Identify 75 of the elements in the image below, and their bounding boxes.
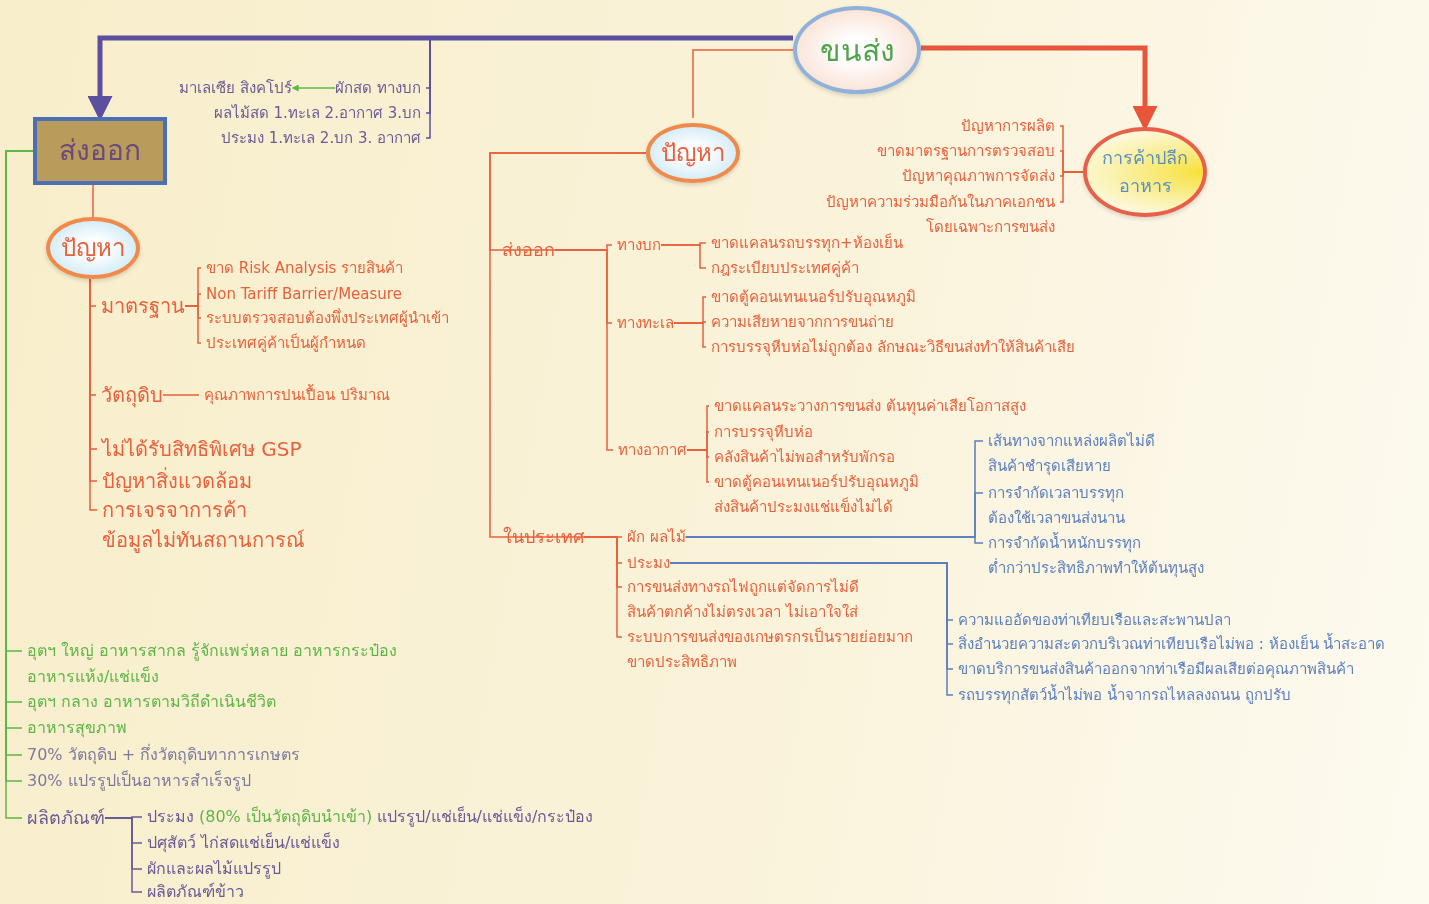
branch-text: ขาดตู้คอนเทนเนอร์ปรับอุณหภูมิ ส่งสินค้าประมงแช่แข็งไม่ได้ — [714, 469, 919, 520]
branch-text: ขาดแคลนระวางการขนส่ง ต้นทุนค่าเสียโอกาสสูง — [714, 393, 1026, 419]
branch-text: ผัก ผลไม้ — [627, 524, 686, 550]
label-box — [33, 117, 167, 185]
branch-text: เส้นทางจากแหล่งผลิตไม่ดี สินค้าชำรุดเสียหาย — [988, 428, 1155, 479]
branch-text: การเจรจาการค้า ข้อมูลไม่ทันสถานการณ์ — [102, 495, 305, 555]
node-label: การค้าปลีก อาหาร — [1102, 146, 1188, 198]
connector-line — [184, 305, 202, 344]
connector-line — [686, 449, 710, 483]
branch-text: ทางอากาศ — [618, 437, 687, 463]
branch-text: ปัญหาการผลิต — [961, 113, 1055, 139]
connector-line — [669, 562, 954, 696]
node-label: ส่งออก — [59, 133, 141, 169]
branch-text: ความแออัดของท่าเทียบเรือและสะพานปลา — [958, 607, 1231, 633]
connector-line — [1059, 171, 1084, 203]
branch-text: อุตฯ ใหญ่ อาหารสากล รู้จักแพร่หลาย อาหารกระป๋อง อาหารแห้ง/แช่แข็ง — [27, 638, 398, 690]
branch-text: คลังสินค้าไม่พอสำหรับพักรอ — [714, 444, 895, 470]
branch-text: การบรรจุหีบห่อไม่ถูกต้อง ลักษณะวิธีขนส่งทำให้สินค้าเสีย — [711, 334, 1075, 360]
connector-line — [685, 536, 984, 544]
branch-text: ขาดบริการขนส่งสินค้าออกจากท่าเรือมีผลเสียต่อคุณภาพสินค้า — [958, 656, 1354, 682]
branch-text: มาตรฐาน — [101, 291, 185, 321]
connector-line — [692, 49, 794, 119]
connector-line — [104, 817, 143, 893]
branch-text: คุณภาพการปนเปื้อน ปริมาณ — [204, 382, 390, 408]
branch-text: อุตฯ กลาง อาหารตามวิถีดำเนินชีวิต — [27, 689, 277, 715]
branch-text: ประมง — [147, 806, 194, 828]
connector-line — [673, 322, 707, 348]
node-label: ขนส่ง — [819, 31, 895, 70]
branch-text: ขาดตู้คอนเทนเนอร์ปรับอุณหภูมิ — [711, 284, 916, 310]
branch-text: สิ่งอำนวยความสะดวกบริเวณท่าเทียบเรือไม่พอ : ห้องเย็น น้ำสะอาด — [958, 631, 1386, 657]
branch-text: รถบรรทุกสัตว์น้ำไม่พอ น้ำจากรถไหลลงถนน ถูกปรับ — [958, 682, 1291, 708]
branch-text: มาเลเซีย สิงคโปร์ — [179, 75, 292, 101]
branch-text: ความเสียหายจากการขนถ่าย — [711, 309, 894, 335]
branch-text: ระบบการขนส่งของเกษตรกรเป็นรายย่อยมาก ขาดประสิทธิภาพ — [627, 624, 913, 675]
ellipse-node — [646, 123, 740, 183]
connector-line — [554, 249, 614, 451]
branch-text: การบรรจุหีบห่อ — [714, 419, 813, 445]
branch-text: อาหารสุขภาพ — [27, 715, 127, 741]
branch-text: ประมง 1.ทะเล 2.บก 3. อากาศ — [221, 125, 421, 151]
node-label: ปัญหา — [61, 233, 125, 264]
branch-text: (80% เป็นวัตถุดิบนำเข้า) — [199, 805, 373, 829]
branch-text: ปัญหาสิ่งแวดล้อม — [102, 466, 252, 496]
branch-text: แปรรูป/แช่เย็น/แช่แข็ง/กระป๋อง — [377, 805, 594, 829]
branch-text: ผลไม้สด 1.ทะเล 2.อากาศ 3.บก — [213, 100, 421, 126]
branch-text: ขาดมาตรฐานการตรวจสอบ — [877, 138, 1055, 164]
branch-text: ปศุสัตว์ ไก่สดแช่เย็น/แช่แข็ง — [147, 830, 341, 856]
branch-text: ผลิตภัณฑ์ — [27, 804, 105, 832]
branch-text: กฎระเบียบประเทศคู่ค้า — [711, 255, 859, 281]
branch-text: การขนส่งทางรถไฟถูกแต่จัดการไม่ดี สินค้าตกค้างไม่ตรงเวลา ไม่เอาใจใส่ — [627, 574, 859, 625]
branch-text: การจำกัดเวลาบรรทุก ต้องใช้เวลาขนส่งนาน — [988, 480, 1125, 531]
arrow — [291, 84, 336, 92]
branch-text: 70% วัตถุดิบ + กึ่งวัตถุดิบทาการเกษตร — [27, 742, 301, 768]
branch-text: ไม่ได้รับสิทธิพิเศษ GSP — [102, 434, 302, 464]
branch-text: ประเทศคู่ค้าเป็นผู้กำหนด — [206, 330, 366, 356]
connector-line — [92, 184, 94, 218]
branch-text: ผักสด ทางบก — [335, 75, 421, 101]
branch-text: ขาดแคลนรถบรรทุก+ห้องเย็น — [711, 230, 903, 256]
branch-text: ประมง — [627, 550, 670, 576]
connector-line — [162, 394, 200, 396]
branch-text: ผลิตภัณฑ์ข้าว — [147, 879, 244, 904]
connector-line — [583, 536, 623, 638]
branch-text: Non Tariff Barrier/Measure — [206, 281, 402, 307]
branch-text: การจำกัดน้ำหนักบรรทุก ต่ำกว่าประสิทธิภาพทำให้ต้นทุนสูง — [988, 530, 1204, 581]
branch-text: ผักและผลไม้แปรรูป — [147, 856, 281, 882]
branch-text: วัตถุดิบ — [101, 380, 163, 410]
branch-text: 30% แปรรูปเป็นอาหารสำเร็จรูป — [27, 768, 251, 794]
branch-text: ระบบตรวจสอบต้องพึ่งประเทศผู้นำเข้า — [206, 305, 449, 331]
branch-text: ขาด Risk Analysis รายสินค้า — [206, 255, 404, 281]
node-label: ปัญหา — [661, 138, 725, 169]
branch-text: ทางบก — [617, 232, 661, 258]
ellipse-node — [46, 217, 140, 279]
branch-text: ปัญหาคุณภาพการจัดส่ง — [902, 163, 1055, 189]
connector-line — [489, 152, 647, 538]
branch-text: ทางทะเล — [617, 310, 674, 336]
connector-line — [660, 244, 707, 269]
